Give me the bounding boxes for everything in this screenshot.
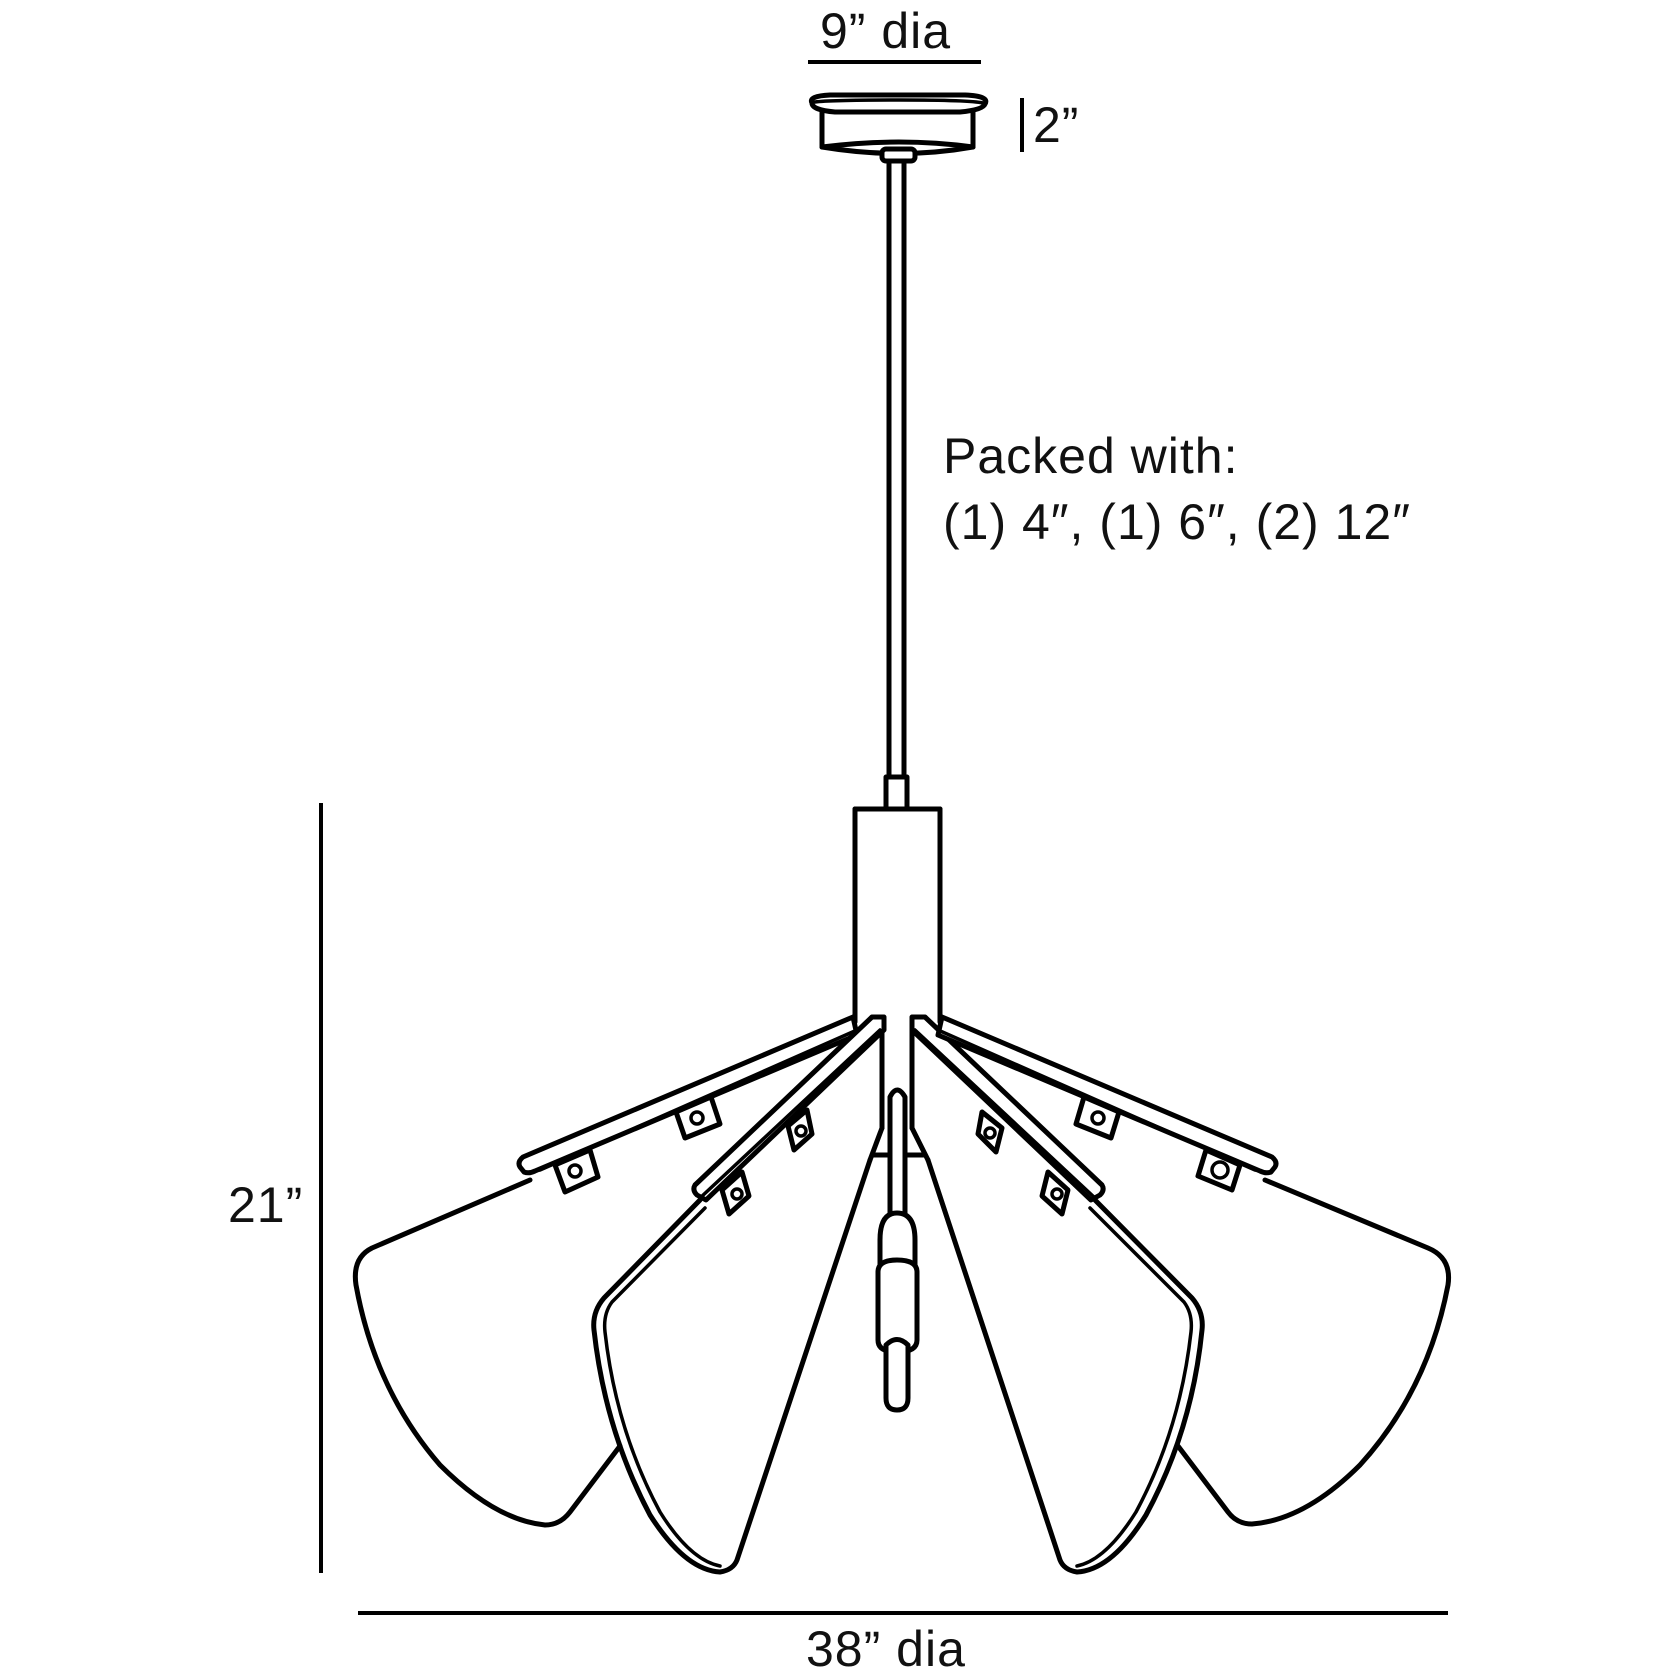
bracket-tab <box>785 1107 815 1153</box>
shade-outer-left <box>352 1177 623 1528</box>
shade-inner-right <box>925 1157 1205 1575</box>
center-lamp <box>867 1015 931 1413</box>
down-rod <box>883 158 910 812</box>
arm-inner-right <box>909 1014 1106 1217</box>
bracket-tab <box>1073 1094 1122 1141</box>
bracket-tab <box>1195 1147 1243 1193</box>
center-body <box>852 806 943 1025</box>
canopy-height-label: 2” <box>1033 97 1080 153</box>
overall-height-label: 21” <box>228 1177 304 1233</box>
packed-with-note: Packed with: (1) 4″, (1) 6″, (2) 12″ <box>943 423 1411 555</box>
canopy-diameter-label: 9” dia <box>820 3 952 59</box>
bracket-tab <box>1039 1169 1071 1217</box>
shade-outer-right <box>1175 1177 1452 1527</box>
packed-with-title: Packed with: <box>943 428 1239 484</box>
shade-inner-left <box>591 1157 873 1575</box>
ceiling-canopy <box>808 92 989 164</box>
bracket-tab <box>673 1094 723 1141</box>
packed-with-items: (1) 4″, (1) 6″, (2) 12″ <box>943 494 1411 550</box>
arm-inner-left <box>691 1014 887 1217</box>
overall-diameter-label: 38” dia <box>806 1621 966 1677</box>
arm-outer-right <box>935 1014 1279 1193</box>
arm-outer-left <box>516 1014 860 1195</box>
bracket-tab <box>975 1109 1005 1155</box>
bracket-tab <box>719 1169 752 1217</box>
bracket-tab <box>552 1147 601 1195</box>
